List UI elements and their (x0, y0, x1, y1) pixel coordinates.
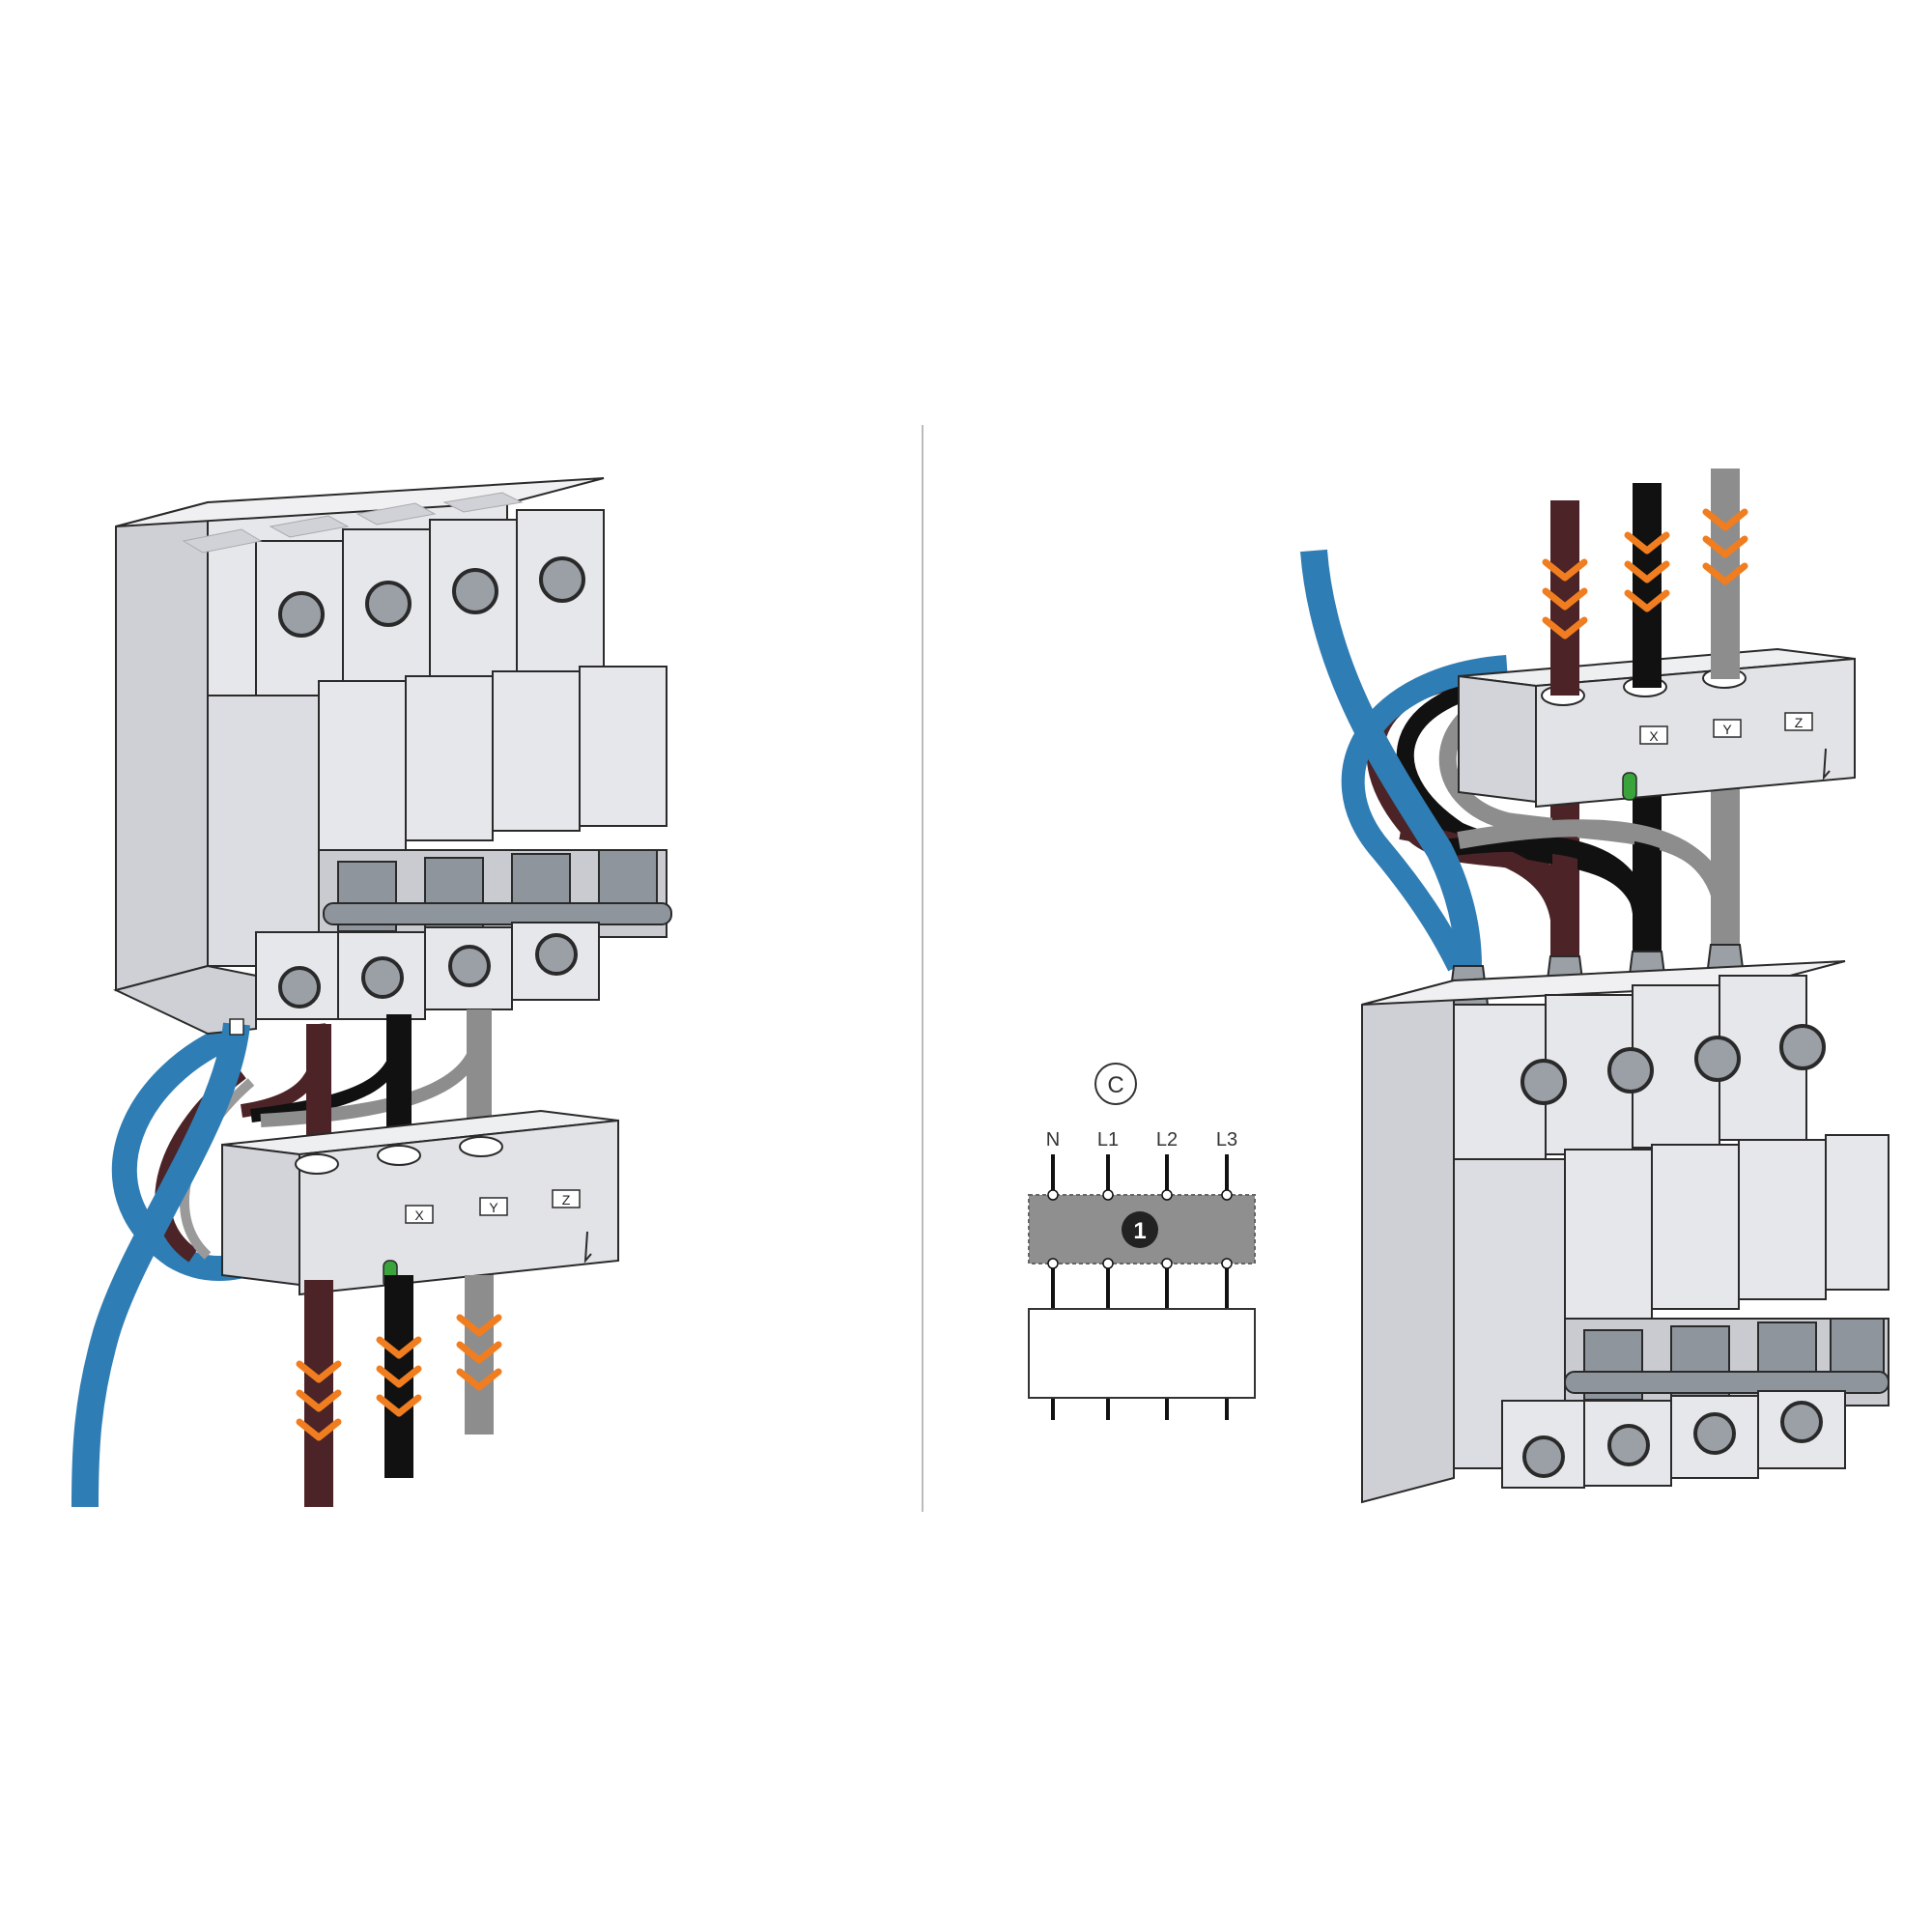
right-indicator-led (1622, 772, 1637, 801)
terminal-label-n: N (1046, 1129, 1060, 1151)
terminal-label-l3: L3 (1216, 1129, 1237, 1151)
left-module-label-z: Z (562, 1192, 571, 1208)
right-wire-neutral (1300, 549, 1482, 967)
left-top-screws (278, 556, 585, 638)
schematic-block-badge (1122, 1211, 1158, 1248)
left-module-label-x: X (414, 1208, 424, 1223)
schematic-breaker-block (1028, 1308, 1256, 1399)
terminal-label-l2: L2 (1156, 1129, 1178, 1151)
terminal-label-l1: L1 (1097, 1129, 1119, 1151)
wire-l3 (1457, 819, 1733, 928)
left-wire-neutral (71, 1022, 250, 1508)
left-breaker (113, 477, 672, 1036)
left-measuring-module: X Y Z (221, 1109, 619, 1296)
right-bottom-screws (1522, 1401, 1823, 1478)
schematic: C N L1 L2 L3 1 (1028, 1063, 1256, 1420)
left-bottom-screws (278, 933, 578, 1009)
schematic-badge-letter: C (1107, 1072, 1123, 1098)
schematic-badge (1094, 1063, 1137, 1105)
right-top-screws (1520, 1024, 1826, 1105)
right-module-label-z: Z (1795, 715, 1804, 730)
left-module-label-y: Y (489, 1200, 498, 1215)
right-panel: X Y Z (1300, 469, 1889, 1504)
right-module-label-x: X (1649, 728, 1659, 744)
right-module-label-y: Y (1722, 722, 1732, 737)
left-panel: X Y Z (71, 477, 672, 1508)
schematic-block-number: 1 (1133, 1218, 1146, 1244)
wire-neu (1341, 655, 1508, 972)
